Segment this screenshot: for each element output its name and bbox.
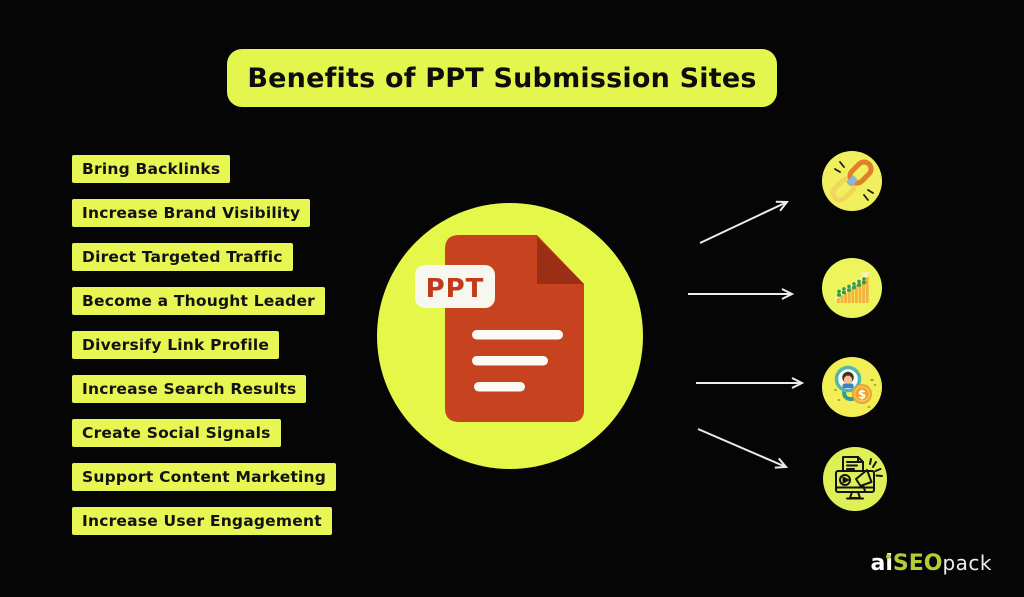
ppt-document-icon: PPT bbox=[415, 235, 584, 422]
page-title: Benefits of PPT Submission Sites bbox=[247, 62, 757, 94]
line-2 bbox=[472, 356, 548, 366]
content-marketing-monitor-megaphone-icon bbox=[823, 447, 887, 511]
coin-dollar-label: $ bbox=[858, 388, 866, 402]
benefit-chip: Increase Brand Visibility bbox=[72, 199, 311, 227]
line-3 bbox=[474, 382, 525, 392]
logo-i-dot bbox=[885, 554, 891, 559]
benefit-chip: Bring Backlinks bbox=[72, 155, 231, 183]
benefit-chip: Increase User Engagement bbox=[72, 507, 332, 535]
ppt-badge: PPT bbox=[415, 265, 495, 308]
line-1 bbox=[472, 330, 563, 340]
title-banner: Benefits of PPT Submission Sites bbox=[227, 49, 777, 107]
logo-pack-text: pack bbox=[942, 551, 992, 575]
document-body bbox=[445, 235, 584, 422]
arrow-to-backlinks bbox=[699, 200, 790, 244]
benefits-list: Bring Backlinks Increase Brand Visibilit… bbox=[72, 155, 337, 535]
document-fold bbox=[537, 237, 584, 284]
ppt-badge-label: PPT bbox=[426, 274, 485, 304]
broken-backlink-chain-icon bbox=[822, 151, 882, 211]
logo-ai-text: ai bbox=[870, 551, 893, 576]
logo-seo-text: SEO bbox=[892, 551, 943, 576]
benefit-chip: Support Content Marketing bbox=[72, 463, 337, 491]
benefit-chip: Direct Targeted Traffic bbox=[72, 243, 293, 271]
brand-logo: ai SEO pack bbox=[871, 553, 993, 575]
benefit-chip: Diversify Link Profile bbox=[72, 331, 280, 359]
benefit-chip: Create Social Signals bbox=[72, 419, 281, 447]
benefit-chip: Increase Search Results bbox=[72, 375, 307, 403]
traffic-growth-chart-icon bbox=[822, 258, 882, 318]
lead-search-money-icon: $ bbox=[822, 357, 882, 417]
arrow-to-marketing bbox=[697, 428, 789, 469]
benefit-chip: Become a Thought Leader bbox=[72, 287, 326, 315]
